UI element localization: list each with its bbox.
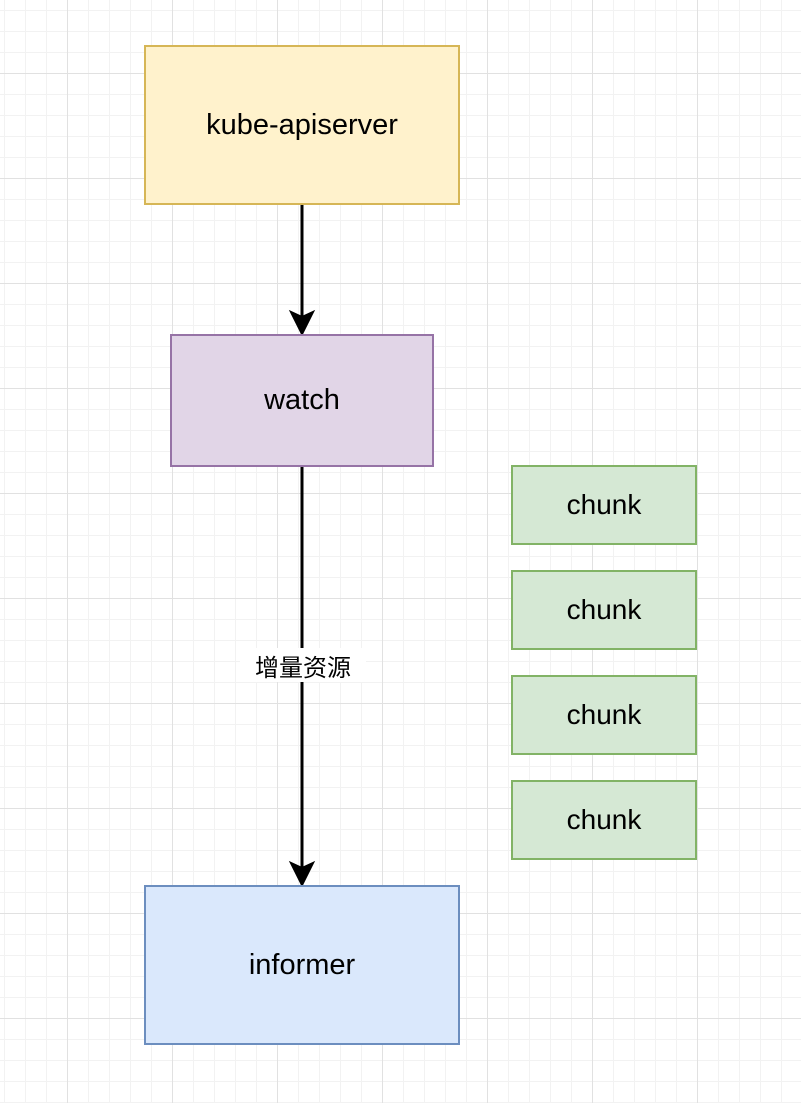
chunk-label: chunk [566,804,642,835]
node-kube-apiserver-label: kube-apiserver [206,108,398,141]
chunk-label: chunk [566,594,642,625]
edge-label-incremental-resources: 增量资源 [240,648,366,682]
edge-label-text: 增量资源 [255,653,351,682]
chunk-node[interactable]: chunk [511,780,697,860]
node-watch-label: watch [264,384,340,416]
node-informer-label: informer [248,948,356,981]
chunk-label: chunk [566,699,642,730]
arrowhead-watch [288,309,316,337]
chunk-label: chunk [566,489,642,520]
node-watch[interactable]: watch [170,334,434,467]
chunk-node[interactable]: chunk [511,570,697,650]
node-kube-apiserver[interactable]: kube-apiserver [144,45,460,205]
node-informer[interactable]: informer [144,885,460,1045]
chunk-node[interactable]: chunk [511,465,697,545]
chunk-node[interactable]: chunk [511,675,697,755]
arrowhead-informer [288,860,316,888]
